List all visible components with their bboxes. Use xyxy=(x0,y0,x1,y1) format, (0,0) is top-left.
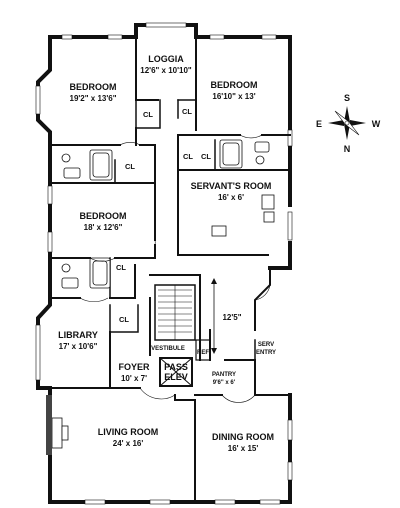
bedroom-1-name: BEDROOM xyxy=(70,82,117,92)
servants-room-name: SERVANT'S ROOM xyxy=(191,181,272,191)
dining-room-size: 16' x 15' xyxy=(228,444,259,453)
loggia-name: LOGGIA xyxy=(148,54,184,64)
serv-entry-label-2: ENTRY xyxy=(256,350,276,356)
closet-label: CL xyxy=(125,162,135,171)
living-room-name: LIVING ROOM xyxy=(98,427,159,437)
bedroom-1-size: 19'2" x 13'6" xyxy=(70,94,117,103)
bedroom-3-size: 18' x 12'6" xyxy=(84,223,123,232)
closet-label: CL xyxy=(119,315,129,324)
stairs xyxy=(158,285,192,340)
pass-elev-label-2: ELEV xyxy=(164,372,188,382)
servants-room-size: 16' x 6' xyxy=(218,193,244,202)
pass-elev-label-1: PASS xyxy=(164,362,188,372)
foyer-name: FOYER xyxy=(118,362,150,372)
bedroom-2-size: 16'10" x 13' xyxy=(212,92,255,101)
closet-label: CL xyxy=(183,152,193,161)
misc-labels: CL CL CL CL CL CL CL VESTIBULE 12'5" PAS… xyxy=(116,107,276,382)
compass-east: E xyxy=(316,119,322,129)
dining-room-name: DINING ROOM xyxy=(212,432,274,442)
closet-label: CL xyxy=(201,152,211,161)
closet-label: CL xyxy=(182,107,192,116)
ref-label: REF xyxy=(197,350,209,356)
bedroom-3-name: BEDROOM xyxy=(80,211,127,221)
bedroom-2-name: BEDROOM xyxy=(211,80,258,90)
serv-entry-label-1: SERV xyxy=(258,342,274,348)
library-name: LIBRARY xyxy=(58,330,98,340)
door-swings xyxy=(79,134,271,403)
fixtures xyxy=(61,139,275,354)
vestibule-label: VESTIBULE xyxy=(151,346,185,352)
room-labels: LOGGIA 12'6" x 10'10" BEDROOM 19'2" x 13… xyxy=(58,54,274,453)
stair-dimension: 12'5" xyxy=(222,313,241,322)
closet-label: CL xyxy=(143,110,153,119)
living-room-size: 24' x 16' xyxy=(113,439,144,448)
compass-south: S xyxy=(344,93,350,103)
compass-rose: S N E W xyxy=(316,93,381,154)
interior-walls xyxy=(46,36,291,503)
windows xyxy=(35,22,293,505)
compass-north: N xyxy=(344,144,351,154)
pantry-name: PANTRY xyxy=(212,372,236,378)
foyer-size: 10' x 7' xyxy=(121,374,147,383)
closet-label: CL xyxy=(116,263,126,272)
pantry-size: 9'6" x 6' xyxy=(213,380,236,386)
library-size: 17' x 10'6" xyxy=(59,342,98,351)
compass-west: W xyxy=(372,119,381,129)
loggia-size: 12'6" x 10'10" xyxy=(140,66,192,75)
